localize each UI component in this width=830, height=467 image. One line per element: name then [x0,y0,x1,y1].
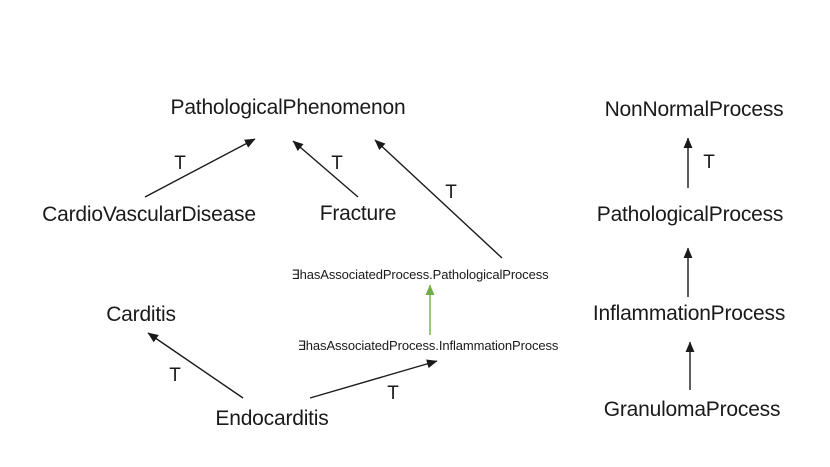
edge-label-t-pathologicalprocess: T [703,152,715,173]
edge-label-t-cardiovasculardisease: T [174,153,186,174]
node-inflammation-process: InflammationProcess [592,302,786,325]
restriction-has-associated-process-pathological: ∃hasAssociatedProcess.PathologicalProces… [291,267,549,282]
edge-endocarditis-to-carditis [147,332,244,399]
edge-fracture-to-pathologicalphenomenon [292,140,359,198]
edge-cardiovasculardisease-to-pathologicalphenomenon [144,138,256,198]
node-fracture: Fracture [319,202,397,225]
node-cardio-vascular-disease: CardioVascularDisease [42,203,256,226]
node-carditis: Carditis [106,303,176,326]
restriction-has-associated-process-inflammation: ∃hasAssociatedProcess.InflammationProces… [297,338,559,353]
node-non-normal-process: NonNormalProcess [604,98,784,121]
edge-endocarditis-to-restriction-inflammation [309,359,438,399]
node-pathological-phenomenon: PathologicalPhenomenon [170,96,406,119]
edge-label-t-endocarditis-restriction: T [387,383,399,404]
node-granuloma-process: GranulomaProcess [603,398,781,421]
node-pathological-process: PathologicalProcess [596,203,784,226]
edge-label-t-endocarditis-carditis: T [169,365,181,386]
edge-restriction-pathological-to-pathologicalphenomenon [374,139,503,259]
node-endocarditis: Endocarditis [215,407,329,430]
edge-label-t-restriction-pathological: T [445,182,457,203]
edge-label-t-fracture: T [331,153,343,174]
